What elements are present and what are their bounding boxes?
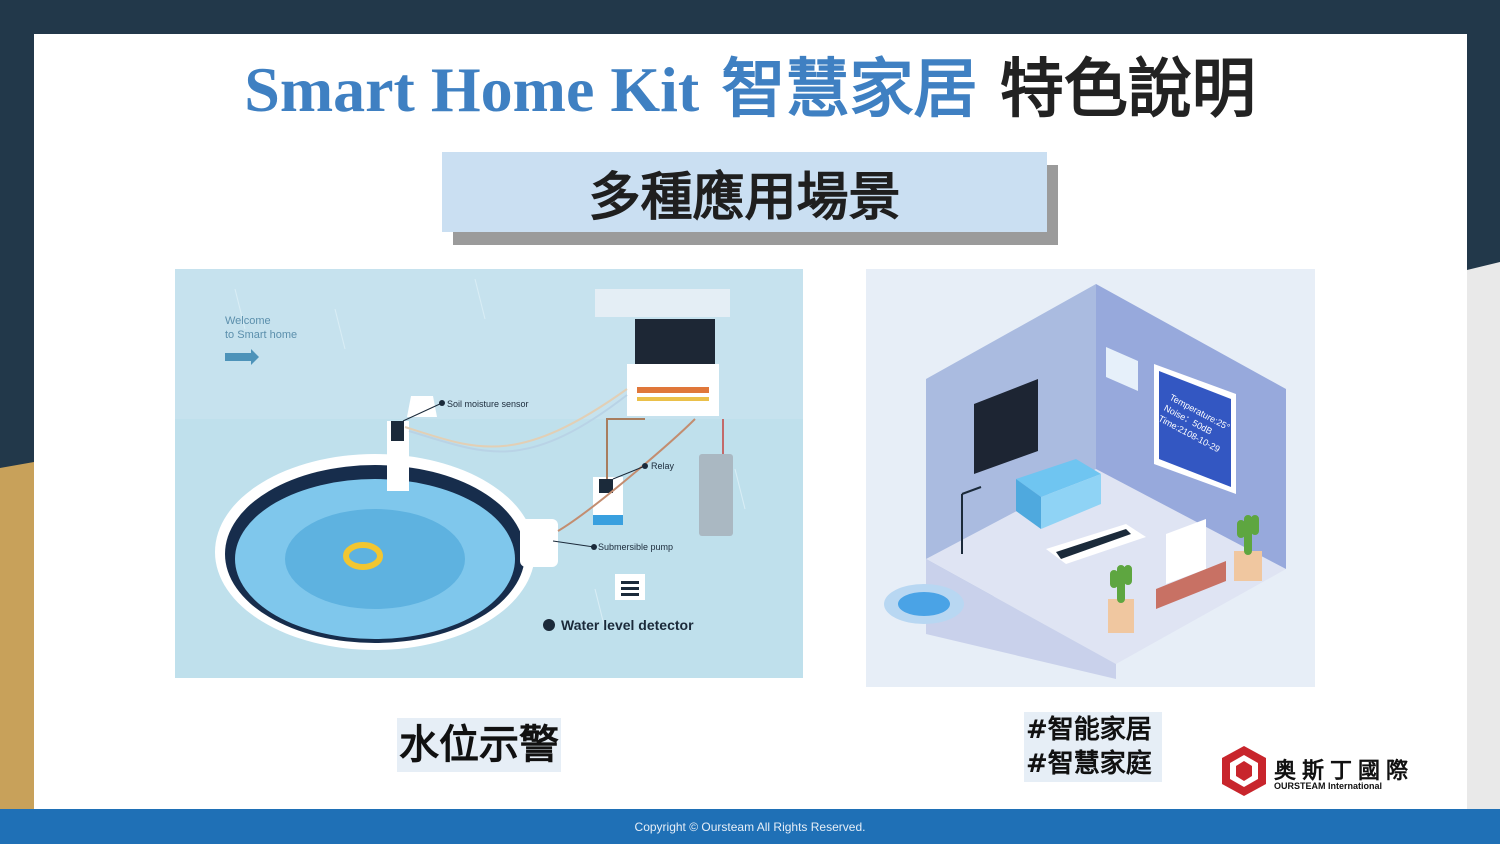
- caption-hashtags: #智能家居 #智慧家庭: [1024, 712, 1162, 782]
- company-logo: 奥斯丁國際 OURSTEAM International: [1219, 743, 1429, 803]
- label-pump: Submersible pump: [598, 542, 673, 552]
- title-chinese-blue: 智慧家居: [721, 53, 978, 127]
- copyright-text: Copyright © Oursteam All Rights Reserved…: [634, 819, 866, 834]
- label-soil-moisture: Soil moisture sensor: [447, 399, 529, 409]
- subtitle-banner: 多種應用場景: [442, 152, 1047, 232]
- hashtag-smart-family: #智慧家庭: [1026, 749, 1152, 779]
- welcome-line1: Welcome: [225, 315, 271, 327]
- footer-bar: Copyright © Oursteam All Rights Reserved…: [0, 809, 1500, 844]
- logo-chinese-name: 奥斯丁國際: [1274, 759, 1415, 784]
- cube-logo-icon: [1222, 746, 1266, 796]
- title-chinese-dark: 特色說明: [999, 53, 1256, 127]
- logo-english-name: OURSTEAM International: [1274, 781, 1383, 791]
- welcome-line2: to Smart home: [225, 329, 297, 341]
- label-water-level-detector: Water level detector: [561, 617, 694, 633]
- water-level-illustration: Welcome to Smart home Soil moisture sens…: [175, 269, 803, 678]
- title-english: Smart Home Kit: [244, 54, 700, 125]
- caption-water-alert: 水位示警: [397, 718, 561, 772]
- page-title: Smart Home Kit 智慧家居 特色說明: [0, 46, 1500, 134]
- label-relay: Relay: [651, 461, 675, 471]
- smart-room-illustration: Temperature:25° Noise：50dB Time:2108-10-…: [866, 269, 1315, 687]
- hashtag-smart-home: #智能家居: [1026, 715, 1152, 745]
